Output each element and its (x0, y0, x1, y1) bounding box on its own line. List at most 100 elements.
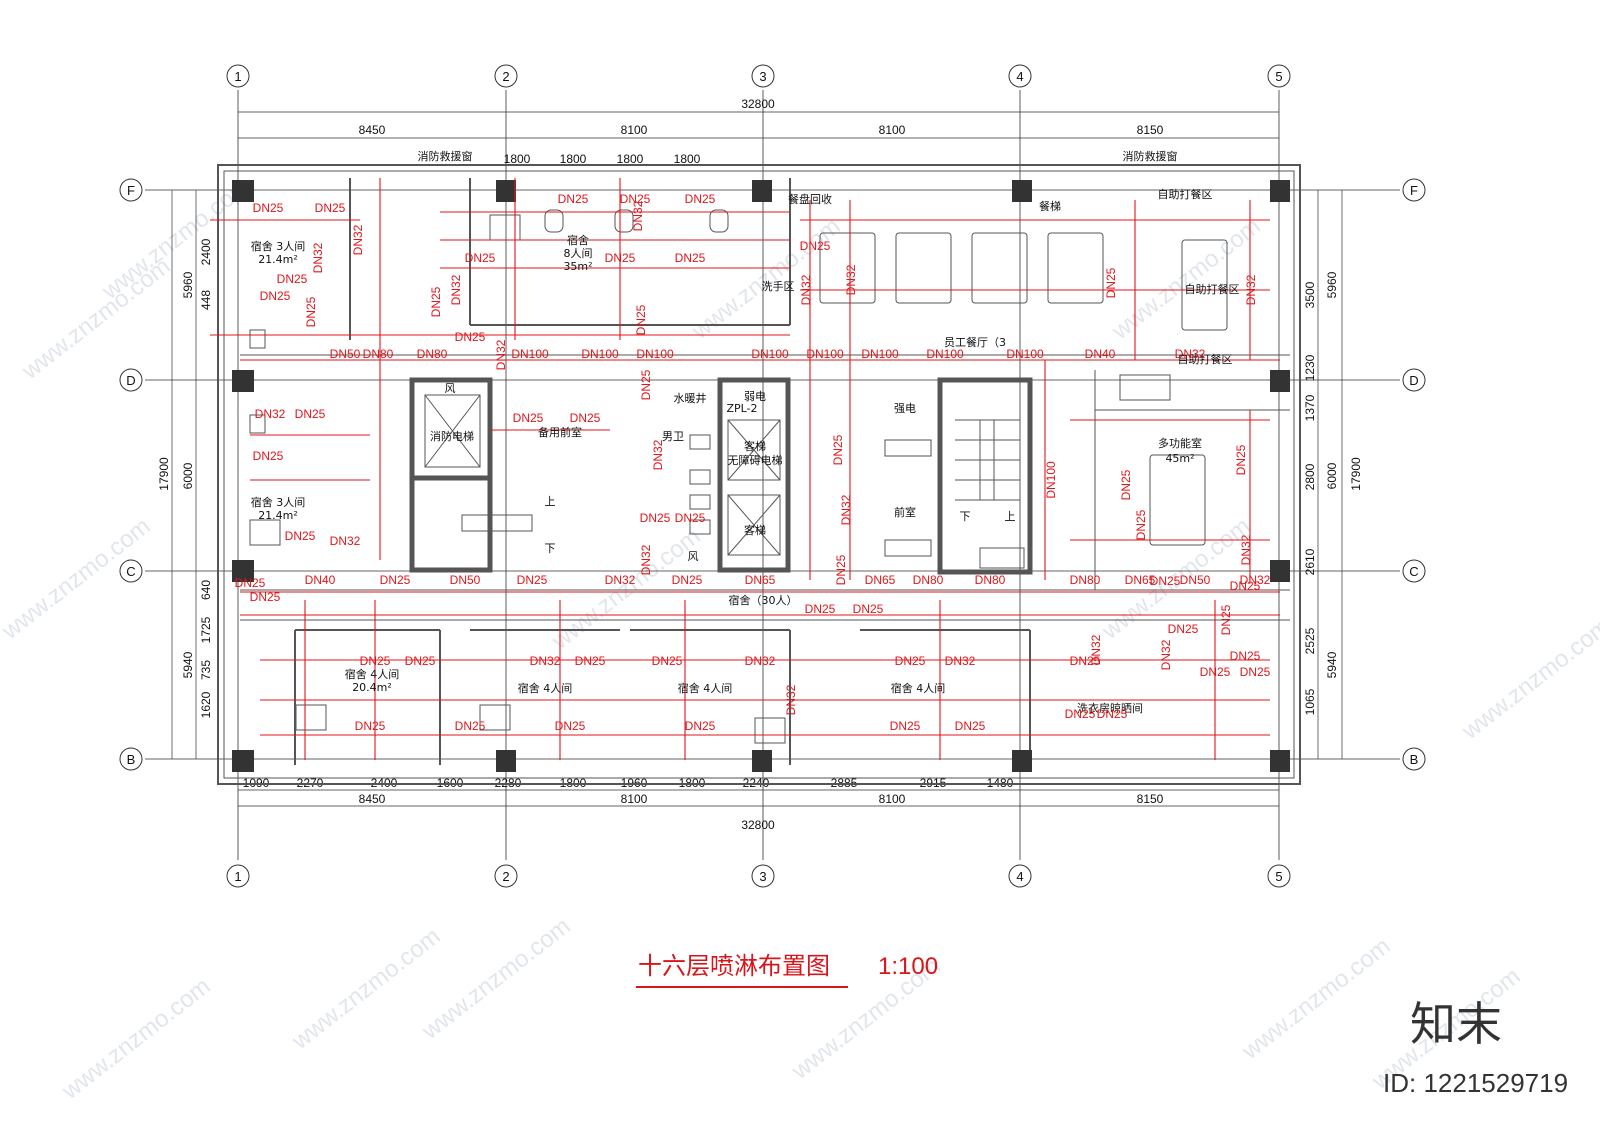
dim-left-detail: 735 (199, 660, 213, 680)
sprinkler-pipes (210, 178, 1280, 760)
pipe-size-label: DN50 (1180, 573, 1211, 587)
pipe-size-label: DN25 (360, 654, 391, 668)
axis-col-label: 3 (759, 69, 766, 84)
room-label: 宿舍 3人间 (251, 239, 306, 253)
room-label: 8人间 (564, 247, 593, 260)
sanitary-fixtures (249, 209, 1171, 744)
walls (217, 164, 1301, 785)
pipe-size-label: DN25 (1150, 574, 1181, 588)
dim-bottom-span: 8100 (879, 792, 906, 806)
dim-top-span: 8100 (621, 123, 648, 137)
pipe-size-label: DN25 (405, 654, 436, 668)
dim-top-span: 8450 (359, 123, 386, 137)
room-label: 强电 (894, 402, 916, 415)
pipe-size-label: DN100 (861, 347, 899, 361)
room-label: 消防电梯 (430, 429, 474, 443)
axis-row-label: D (1409, 373, 1418, 388)
room-label: 多功能室 (1158, 436, 1202, 450)
dim-left-detail: 2400 (199, 238, 213, 265)
axis-row-label: C (1409, 564, 1418, 579)
dim-top-span: 8100 (879, 123, 906, 137)
pipe-size-label: DN32 (605, 573, 636, 587)
pipe-size-label: DN32 (945, 654, 976, 668)
room-label: 风 (445, 382, 456, 395)
axis-col-label: 3 (759, 869, 766, 884)
pipe-size-label: DN25 (455, 330, 486, 344)
brand-block: 知末 ID: 1221529719 (1383, 997, 1568, 1098)
room-label: 上 (1005, 510, 1016, 523)
pipe-size-label: DN25 (620, 192, 651, 206)
dim-bottom-span: 8450 (359, 792, 386, 806)
pipe-size-label: DN80 (975, 573, 1006, 587)
axis-row-label: B (1410, 752, 1419, 767)
pipe-size-label: DN80 (417, 347, 448, 361)
dim-top-detail: 1800 (504, 152, 531, 166)
pipe-size-label: DN100 (1006, 347, 1044, 361)
dim-top-detail: 1800 (617, 152, 644, 166)
brand-logo: 知末 (1410, 997, 1502, 1051)
axis-col-label: 4 (1016, 69, 1023, 84)
room-label: 客梯 (744, 439, 766, 453)
room-label: 宿舍 4人间 (345, 667, 400, 681)
pipe-size-label: DN65 (865, 573, 896, 587)
pipe-size-label: DN80 (363, 347, 394, 361)
pipe-size-label: DN25 (277, 272, 308, 286)
pipe-size-label: DN32 (494, 339, 508, 370)
axis-col-label: 1 (234, 869, 241, 884)
room-label: 消防救援窗 (418, 149, 473, 163)
pipe-size-label: DN25 (315, 201, 346, 215)
dim-left-detail: 448 (199, 290, 213, 310)
pipe-size-label: DN25 (853, 602, 884, 616)
axis-labels: 1 2 3 4 5 1 2 3 4 5 F D C B F D C B (126, 69, 1418, 884)
core-walls (409, 377, 1033, 575)
pipe-size-label: DN25 (1200, 665, 1231, 679)
dim-right-span: 6000 (1325, 462, 1339, 489)
room-label: 备用前室 (538, 425, 582, 439)
pipe-size-label: DN40 (1085, 347, 1116, 361)
room-label: 风 (688, 550, 699, 563)
pipe-size-label: DN32 (255, 407, 286, 421)
axis-row-label: C (126, 564, 135, 579)
dim-bottom-span: 8100 (621, 792, 648, 806)
pipe-size-label: DN80 (913, 573, 944, 587)
pipe-size-label: DN32 (784, 684, 798, 715)
room-label: 宿舍 3人间 (251, 495, 306, 509)
room-label: 无障碍电梯 (728, 453, 783, 467)
dimension-texts: 32800 8450 8100 8100 8150 1800 1800 1800… (157, 97, 1363, 832)
pipe-size-label: DN25 (355, 719, 386, 733)
room-label: 员工餐厅（3 (944, 335, 1006, 349)
room-label: 宿舍 (567, 233, 589, 247)
pipe-size-label: DN25 (558, 192, 589, 206)
watermark: www.znzmo.com (1236, 933, 1395, 1066)
axis-col-label: 2 (502, 69, 509, 84)
dim-left-span: 5960 (181, 271, 195, 298)
room-label: 前室 (894, 505, 916, 519)
pipe-size-label: DN100 (926, 347, 964, 361)
room-label: 自助打餐区 (1185, 282, 1240, 296)
room-labels: 消防救援窗 消防救援窗 宿舍 3人间 21.4m² 宿舍 8人间 35m² 洗手… (251, 149, 1240, 715)
pipe-size-label: DN25 (1070, 654, 1101, 668)
room-label: 20.4m² (352, 681, 392, 694)
pipe-size-label: DN25 (1234, 444, 1248, 475)
dim-left-span: 6000 (181, 462, 195, 489)
columns (232, 180, 1290, 772)
dim-top-total: 32800 (741, 97, 775, 111)
dim-top-span: 8150 (1137, 123, 1164, 137)
pipe-size-label: DN25 (685, 719, 716, 733)
dim-bottom-span: 8150 (1137, 792, 1164, 806)
pipe-size-label: DN32 (1239, 534, 1253, 565)
pipe-size-label: DN25 (304, 296, 318, 327)
axis-row-label: D (126, 373, 135, 388)
room-label: 客梯 (744, 523, 766, 537)
room-label: 21.4m² (258, 253, 298, 266)
title-block: 十六层喷淋布置图 1:100 (636, 952, 938, 988)
pipe-size-label: DN32 (1175, 347, 1206, 361)
pipe-size-label: DN25 (1065, 707, 1096, 721)
room-label: 上 (545, 495, 556, 508)
pipe-size-label: DN32 (330, 534, 361, 548)
pipe-size-label: DN25 (685, 192, 716, 206)
dim-top-detail: 1800 (674, 152, 701, 166)
dim-right-detail: 2800 (1303, 463, 1317, 490)
pipe-size-label: DN25 (575, 654, 606, 668)
room-label: 餐梯 (1039, 199, 1061, 213)
